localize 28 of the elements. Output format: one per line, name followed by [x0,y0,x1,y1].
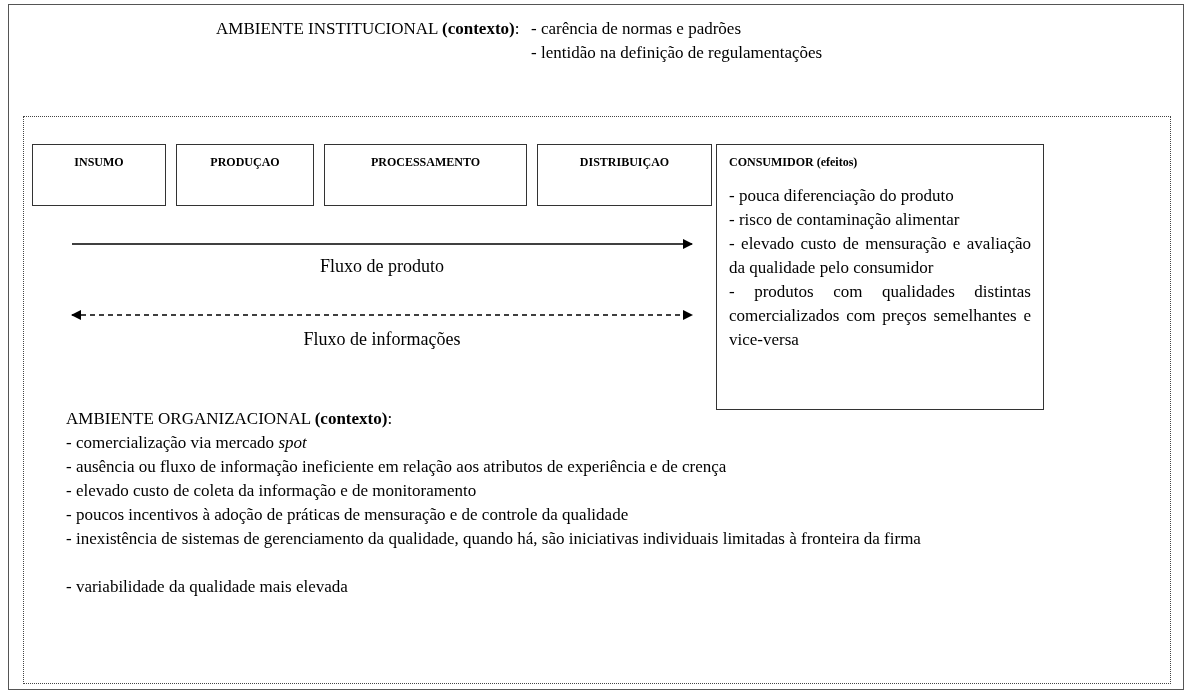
bullet-text: - inexistência de sistemas de gerenciamento da qualidade, quando há, são iniciativas individuais limitadas à fronteira da firma [66,528,922,550]
bullet-text: - comercialização via mercado spot [66,432,308,454]
bullet-text: - ausência ou fluxo de informação ineficiente em relação aos atributos de experiência e de crença [66,456,728,478]
bullet-text: - pouca diferenciação do produto [729,185,955,207]
consumer-box [716,144,1044,410]
box-title: DISTRIBUIÇAO [578,155,671,170]
outer-frame [8,4,1184,690]
bullet-text: - variabilidade da qualidade mais elevada [66,576,349,598]
box-title: PROCESSAMENTO [369,155,482,170]
dotted-region [23,116,1171,684]
heading: CONSUMIDOR (efeitos) [729,155,859,170]
chain-box [32,144,166,206]
box-title: INSUMO [73,155,125,170]
bullet-text: - poucos incentivos à adoção de práticas de mensuração e de controle da qualidade [66,504,630,526]
heading: AMBIENTE ORGANIZACIONAL (contexto): [66,408,394,430]
heading: AMBIENTE INSTITUCIONAL (contexto): [216,19,520,39]
flow-label: Fluxo de informações [302,329,462,350]
box-title: PRODUÇAO [209,155,281,170]
bullet-text: - risco de contaminação alimentar [729,209,961,231]
chain-box [537,144,712,206]
bullet-text: - carência de normas e padrões [531,19,742,39]
bullet-text: - produtos com qualidades distintas comercializados com preços semelhantes e vice-versa [729,281,1031,351]
chain-box [324,144,527,206]
bullet-text: - lentidão na definição de regulamentações [531,43,823,63]
chain-box [176,144,314,206]
bullet-text: - elevado custo de mensuração e avaliação da qualidade pelo consumidor [729,233,1031,279]
bullet-text: - elevado custo de coleta da informação e de monitoramento [66,480,478,502]
flow-label: Fluxo de produto [319,256,445,277]
